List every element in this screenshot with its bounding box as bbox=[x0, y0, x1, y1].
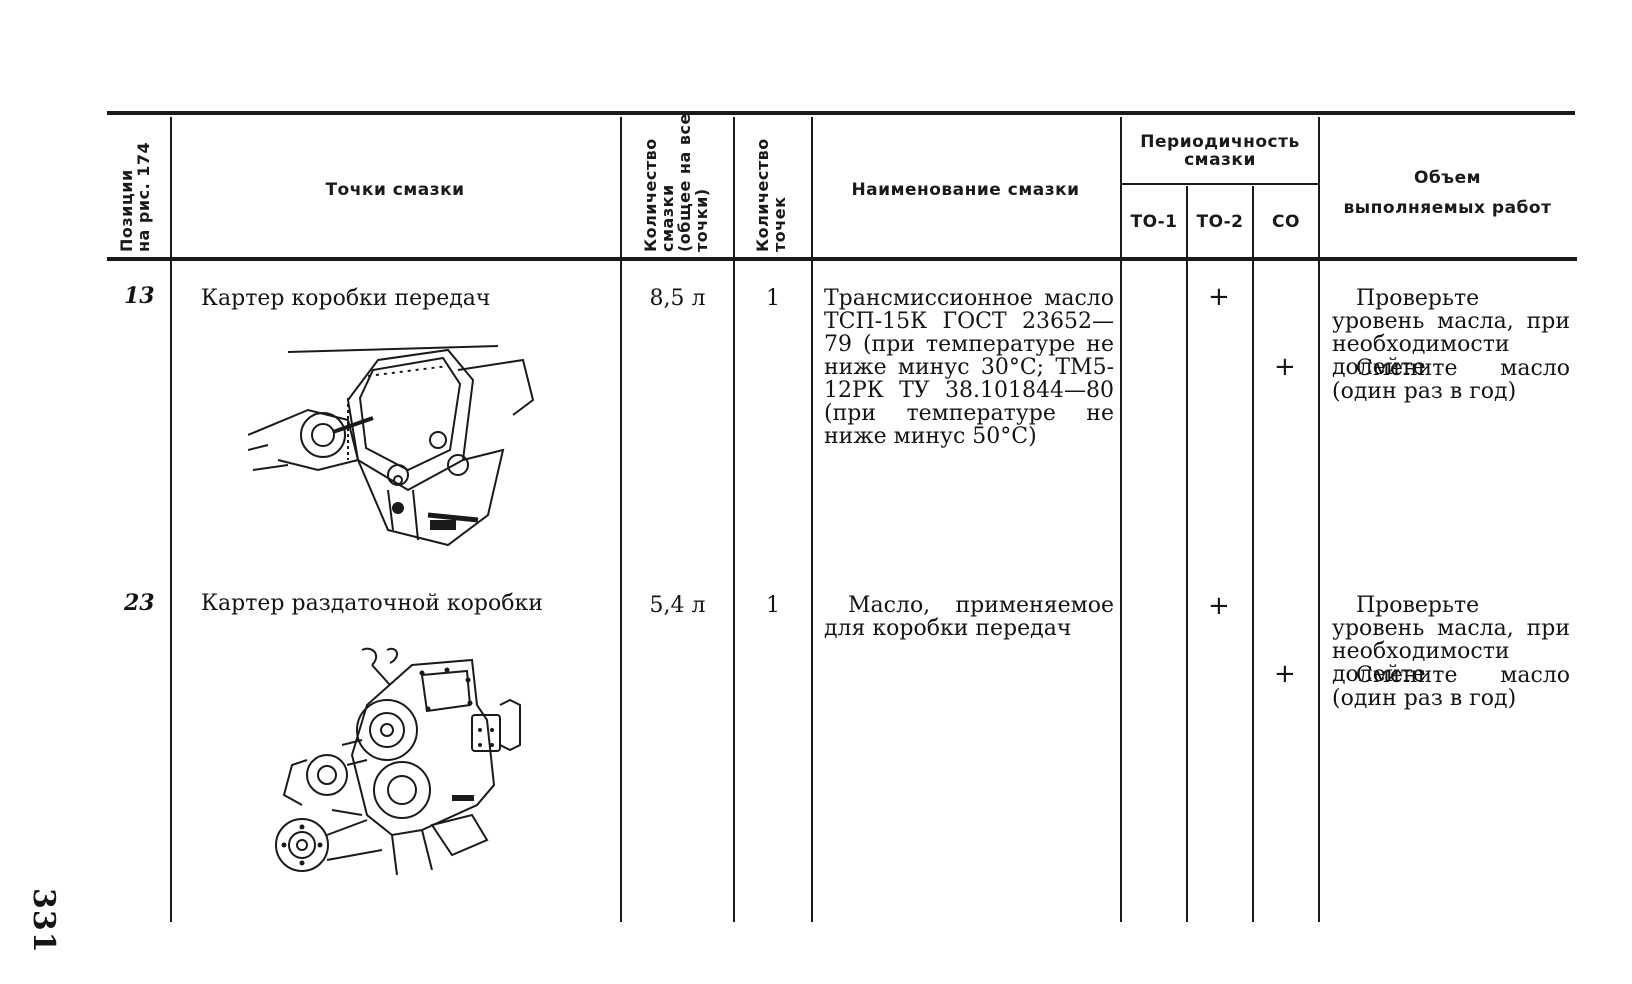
row2-work-change: Смените масло (один раз в год) bbox=[1332, 663, 1570, 711]
col-divider-8 bbox=[1318, 117, 1320, 922]
row1-position: 13 bbox=[124, 283, 155, 309]
header-point-count: Количество точек bbox=[753, 138, 789, 252]
row1-point-count: 1 bbox=[766, 286, 780, 311]
header-to1: ТО-1 bbox=[1130, 212, 1178, 232]
row1-to2-mark: + bbox=[1208, 282, 1230, 312]
row1-quantity: 8,5 л bbox=[649, 286, 706, 311]
header-co: СО bbox=[1272, 212, 1300, 232]
col-divider-2 bbox=[620, 117, 622, 922]
row1-work-check: Проверьте уровень масла, при необходимос… bbox=[1332, 286, 1570, 380]
col-divider-5 bbox=[1120, 117, 1122, 922]
header-quantity: Количество смазки (общее на все точки) bbox=[641, 113, 711, 252]
col-divider-3 bbox=[733, 117, 735, 922]
page-number: 331 bbox=[26, 888, 61, 954]
row2-to2-mark: + bbox=[1208, 591, 1230, 621]
header-lubricant-name: Наименование смазки bbox=[851, 180, 1080, 200]
row2-lubricant-name: Масло, применяемое для коробки передач bbox=[824, 593, 1114, 641]
col-divider-7 bbox=[1252, 186, 1254, 922]
header-periodicity: Периодичность смазки bbox=[1140, 132, 1300, 170]
header-work-scope: Объем выполняемых работ bbox=[1343, 168, 1552, 218]
periodicity-subrule bbox=[1122, 183, 1318, 185]
col-divider-6 bbox=[1186, 186, 1188, 922]
row2-position: 23 bbox=[124, 590, 155, 616]
row2-co-mark: + bbox=[1274, 659, 1296, 689]
row2-quantity: 5,4 л bbox=[649, 593, 706, 618]
header-to2: ТО-2 bbox=[1196, 212, 1244, 232]
row2-work-check: Проверьте уровень масла, при необходимос… bbox=[1332, 593, 1570, 687]
gearbox-illustration bbox=[248, 345, 535, 547]
transfer-case-illustration bbox=[275, 647, 521, 876]
header-position: Позиции на рис. 174 bbox=[117, 141, 153, 252]
row1-lubrication-point: Картер коробки передач bbox=[201, 286, 491, 311]
row1-work-change: Смените масло (один раз в год) bbox=[1332, 356, 1570, 404]
header-lubrication-points: Точки смазки bbox=[325, 180, 465, 200]
row1-co-mark: + bbox=[1274, 352, 1296, 382]
col-divider-4 bbox=[811, 117, 813, 922]
table-top-rule bbox=[107, 111, 1575, 115]
row1-lubricant-name: Трансмиссионное масло ТСП-15К ГОСТ 23652… bbox=[824, 286, 1114, 449]
header-bottom-rule bbox=[107, 257, 1577, 261]
col-divider-1 bbox=[170, 117, 172, 922]
row2-point-count: 1 bbox=[766, 593, 780, 618]
row2-lubrication-point: Картер раздаточной коробки bbox=[201, 591, 543, 616]
